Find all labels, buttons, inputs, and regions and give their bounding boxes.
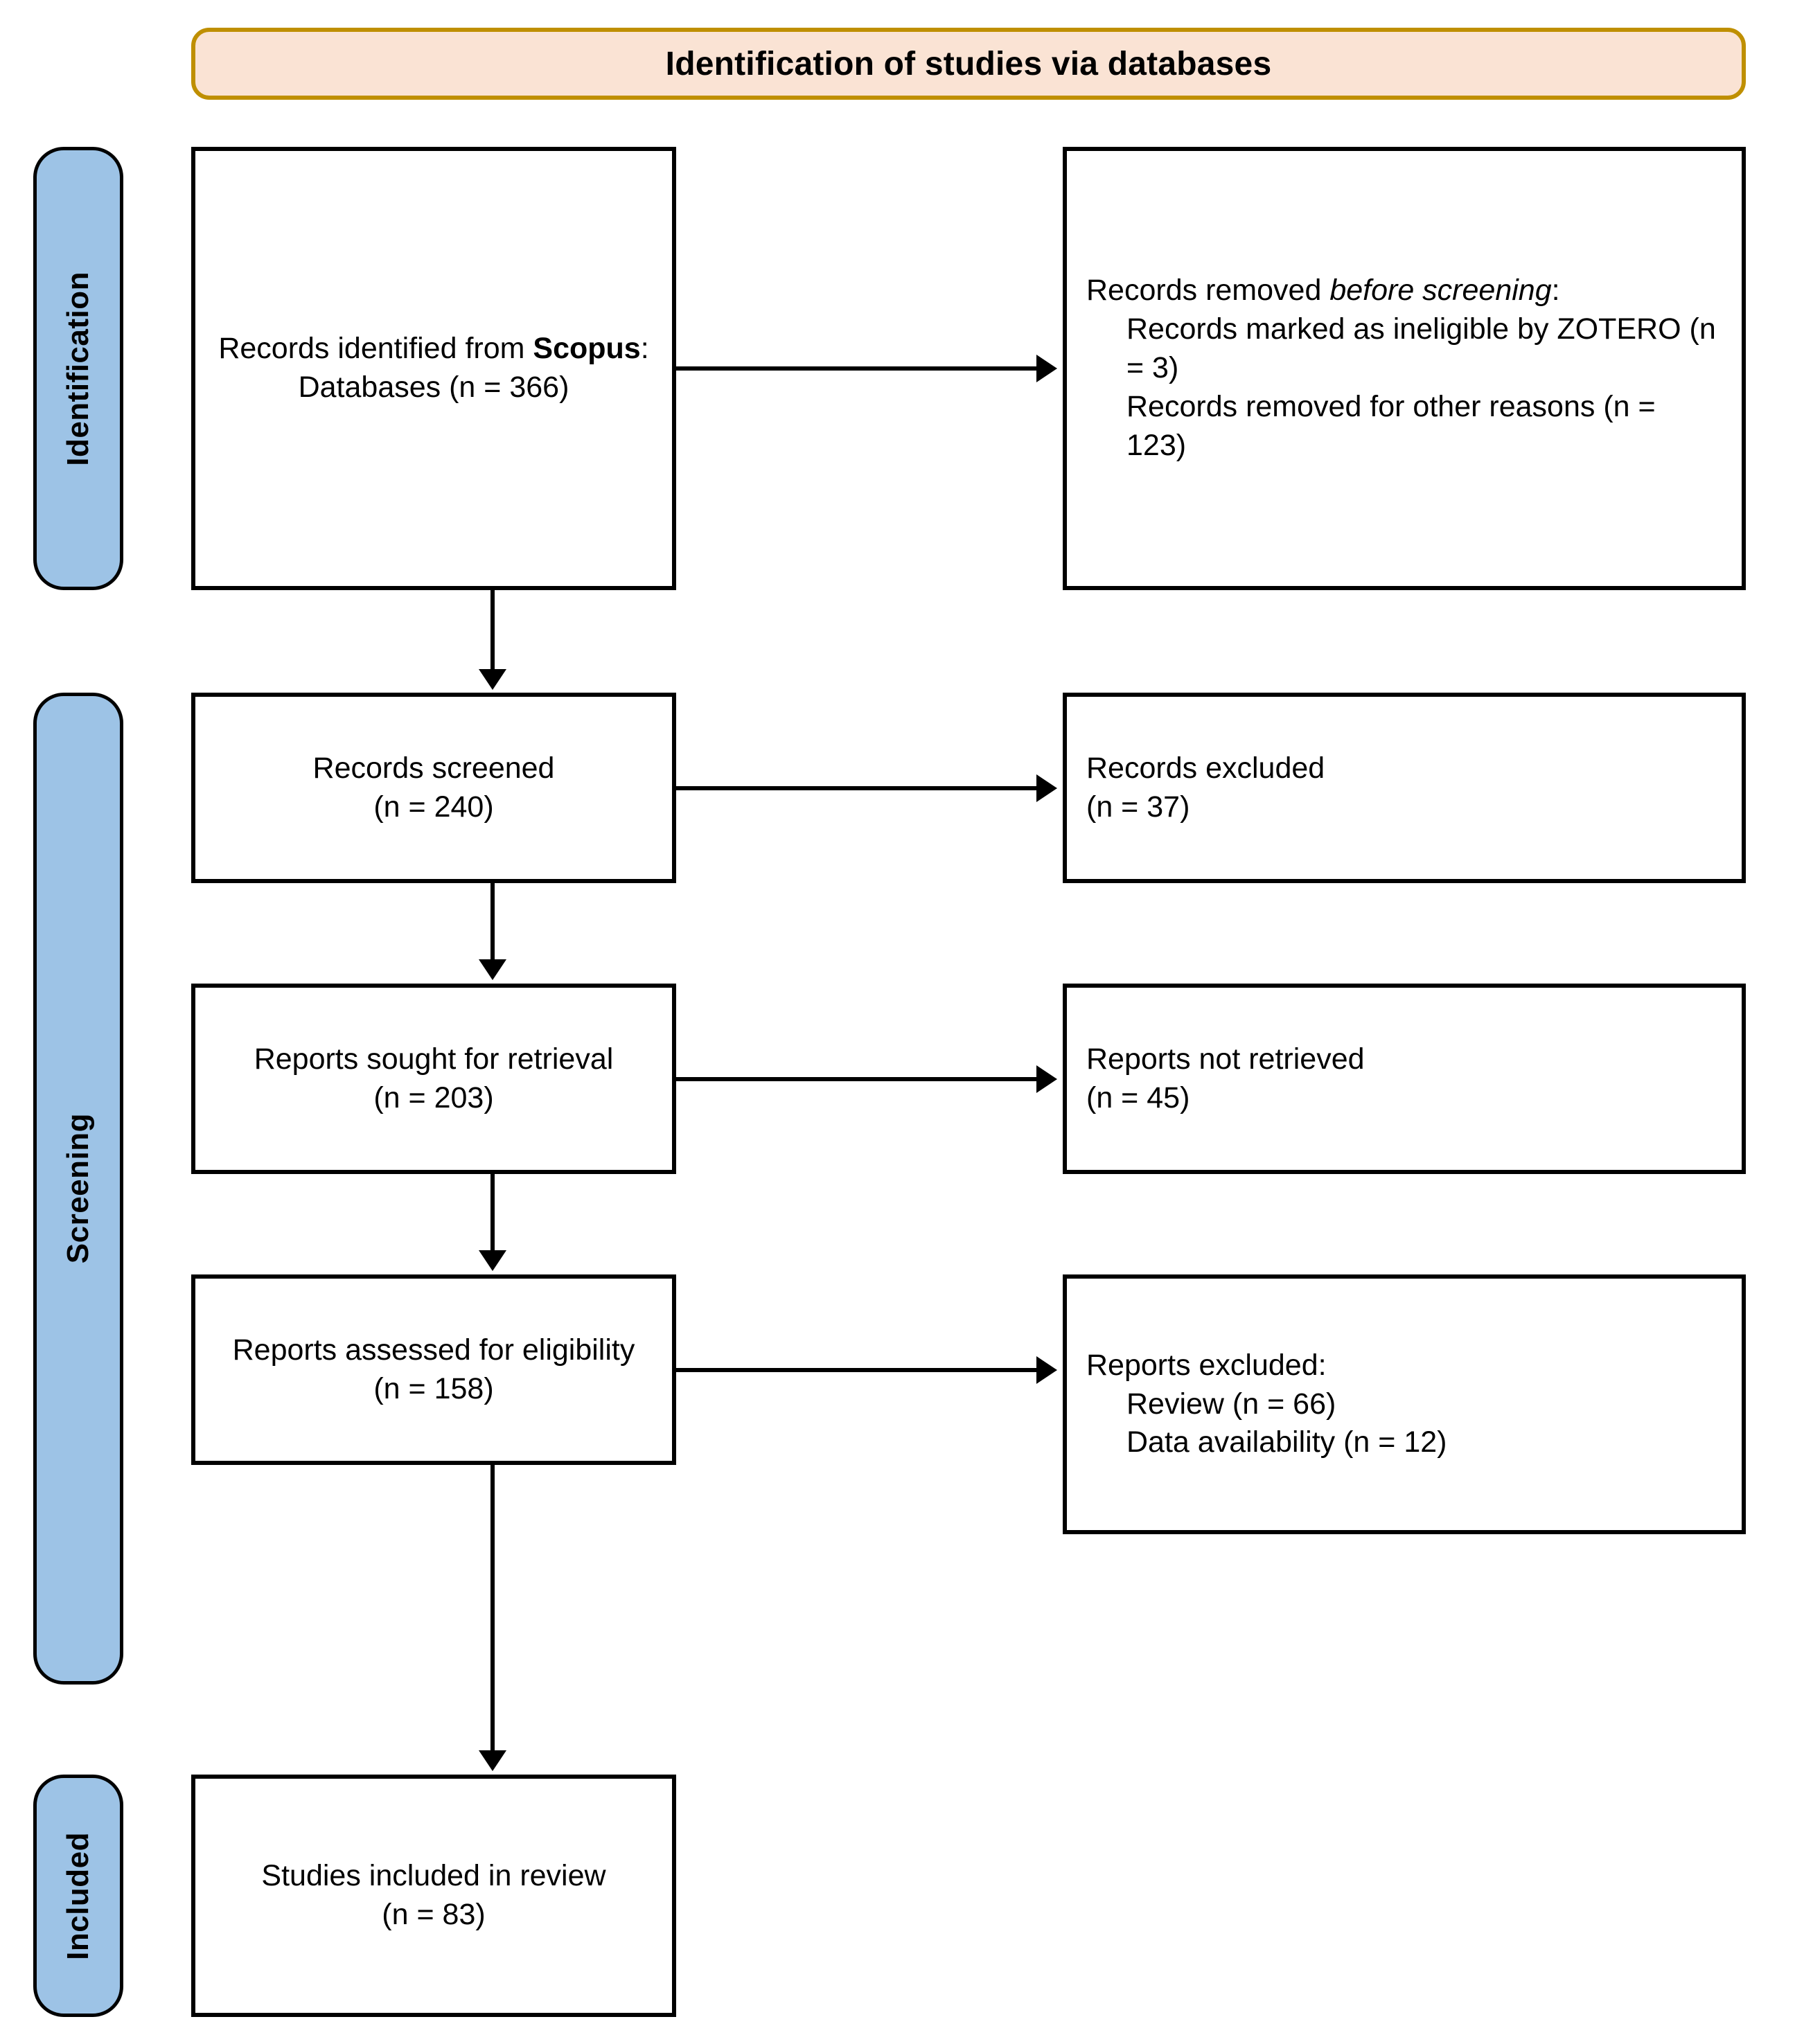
- diagram-header-banner: Identification of studies via databases: [191, 28, 1746, 100]
- box-records-excluded: Records excluded (n = 37): [1063, 693, 1746, 883]
- records-screened-line2: (n = 240): [373, 790, 494, 824]
- arrow-sought-to-assessed-head: [479, 1250, 506, 1271]
- arrow-assessed-to-included-line: [490, 1465, 495, 1752]
- box-reports-assessed-for-eligibility: Reports assessed for eligibility (n = 15…: [191, 1274, 676, 1465]
- arrow-identified-to-screened-line: [490, 590, 495, 670]
- records-identified-source: Scopus: [533, 332, 641, 366]
- arrow-assessed-to-reports-excluded-head: [1036, 1356, 1057, 1384]
- stage-label-identification: Identification: [61, 271, 95, 466]
- stage-tab-screening: Screening: [33, 693, 123, 1685]
- records-identified-suffix: :: [640, 332, 649, 366]
- reports-excluded-item-review: Review (n = 66): [1126, 1387, 1336, 1421]
- studies-included-line1: Studies included in review: [261, 1859, 606, 1893]
- records-identified-prefix: Records identified from: [218, 332, 533, 366]
- studies-included-line2: (n = 83): [382, 1898, 486, 1931]
- records-removed-heading-prefix: Records removed: [1086, 274, 1330, 308]
- box-records-screened: Records screened (n = 240): [191, 693, 676, 883]
- arrow-screened-to-sought-head: [479, 959, 506, 980]
- reports-not-retrieved-line2: (n = 45): [1086, 1081, 1190, 1114]
- reports-not-retrieved-line1: Reports not retrieved: [1086, 1042, 1365, 1076]
- page-title: Identification of studies via databases: [665, 45, 1272, 82]
- arrow-sought-to-not-retrieved-head: [1036, 1065, 1057, 1093]
- records-excluded-line1: Records excluded: [1086, 751, 1325, 785]
- stage-label-screening: Screening: [61, 1113, 95, 1264]
- arrow-assessed-to-reports-excluded-line: [676, 1368, 1036, 1372]
- stage-tab-identification: Identification: [33, 147, 123, 590]
- box-studies-included-in-review: Studies included in review (n = 83): [191, 1775, 676, 2017]
- stage-label-included: Included: [61, 1831, 95, 1960]
- arrow-identified-to-screened-head: [479, 669, 506, 690]
- arrow-identified-to-removed-head: [1036, 355, 1057, 382]
- stage-tab-included: Included: [33, 1775, 123, 2017]
- reports-excluded-heading: Reports excluded:: [1086, 1348, 1327, 1382]
- reports-assessed-line1: Reports assessed for eligibility: [232, 1333, 635, 1367]
- records-removed-heading-emphasis: before screening: [1329, 274, 1552, 308]
- box-reports-not-retrieved: Reports not retrieved (n = 45): [1063, 984, 1746, 1174]
- arrow-sought-to-not-retrieved-line: [676, 1077, 1036, 1081]
- box-records-removed-before-screening: Records removed before screening: Record…: [1063, 147, 1746, 590]
- arrow-identified-to-removed-line: [676, 366, 1036, 371]
- arrow-assessed-to-included-head: [479, 1750, 506, 1771]
- box-records-identified: Records identified from Scopus: Database…: [191, 147, 676, 590]
- reports-excluded-item-data-availability: Data availability (n = 12): [1126, 1425, 1447, 1459]
- box-reports-sought-for-retrieval: Reports sought for retrieval (n = 203): [191, 984, 676, 1174]
- box-records-identified-line1: Records identified from Scopus:: [215, 330, 653, 368]
- records-removed-heading-suffix: :: [1551, 274, 1560, 308]
- reports-sought-line1: Reports sought for retrieval: [254, 1042, 614, 1076]
- reports-sought-line2: (n = 203): [373, 1081, 494, 1114]
- box-records-identified-line2: Databases (n = 366): [298, 371, 569, 404]
- arrow-screened-to-excluded-line: [676, 786, 1036, 790]
- arrow-screened-to-excluded-head: [1036, 774, 1057, 802]
- records-screened-line1: Records screened: [312, 751, 555, 785]
- records-removed-heading: Records removed before screening:: [1086, 272, 1722, 310]
- arrow-sought-to-assessed-line: [490, 1174, 495, 1252]
- records-excluded-line2: (n = 37): [1086, 790, 1190, 824]
- reports-assessed-line2: (n = 158): [373, 1371, 494, 1405]
- box-reports-excluded: Reports excluded: Review (n = 66) Data a…: [1063, 1274, 1746, 1534]
- records-removed-item-ineligible: Records marked as ineligible by ZOTERO (…: [1126, 312, 1724, 385]
- arrow-screened-to-sought-line: [490, 883, 495, 961]
- records-removed-item-other: Records removed for other reasons (n = 1…: [1126, 389, 1664, 462]
